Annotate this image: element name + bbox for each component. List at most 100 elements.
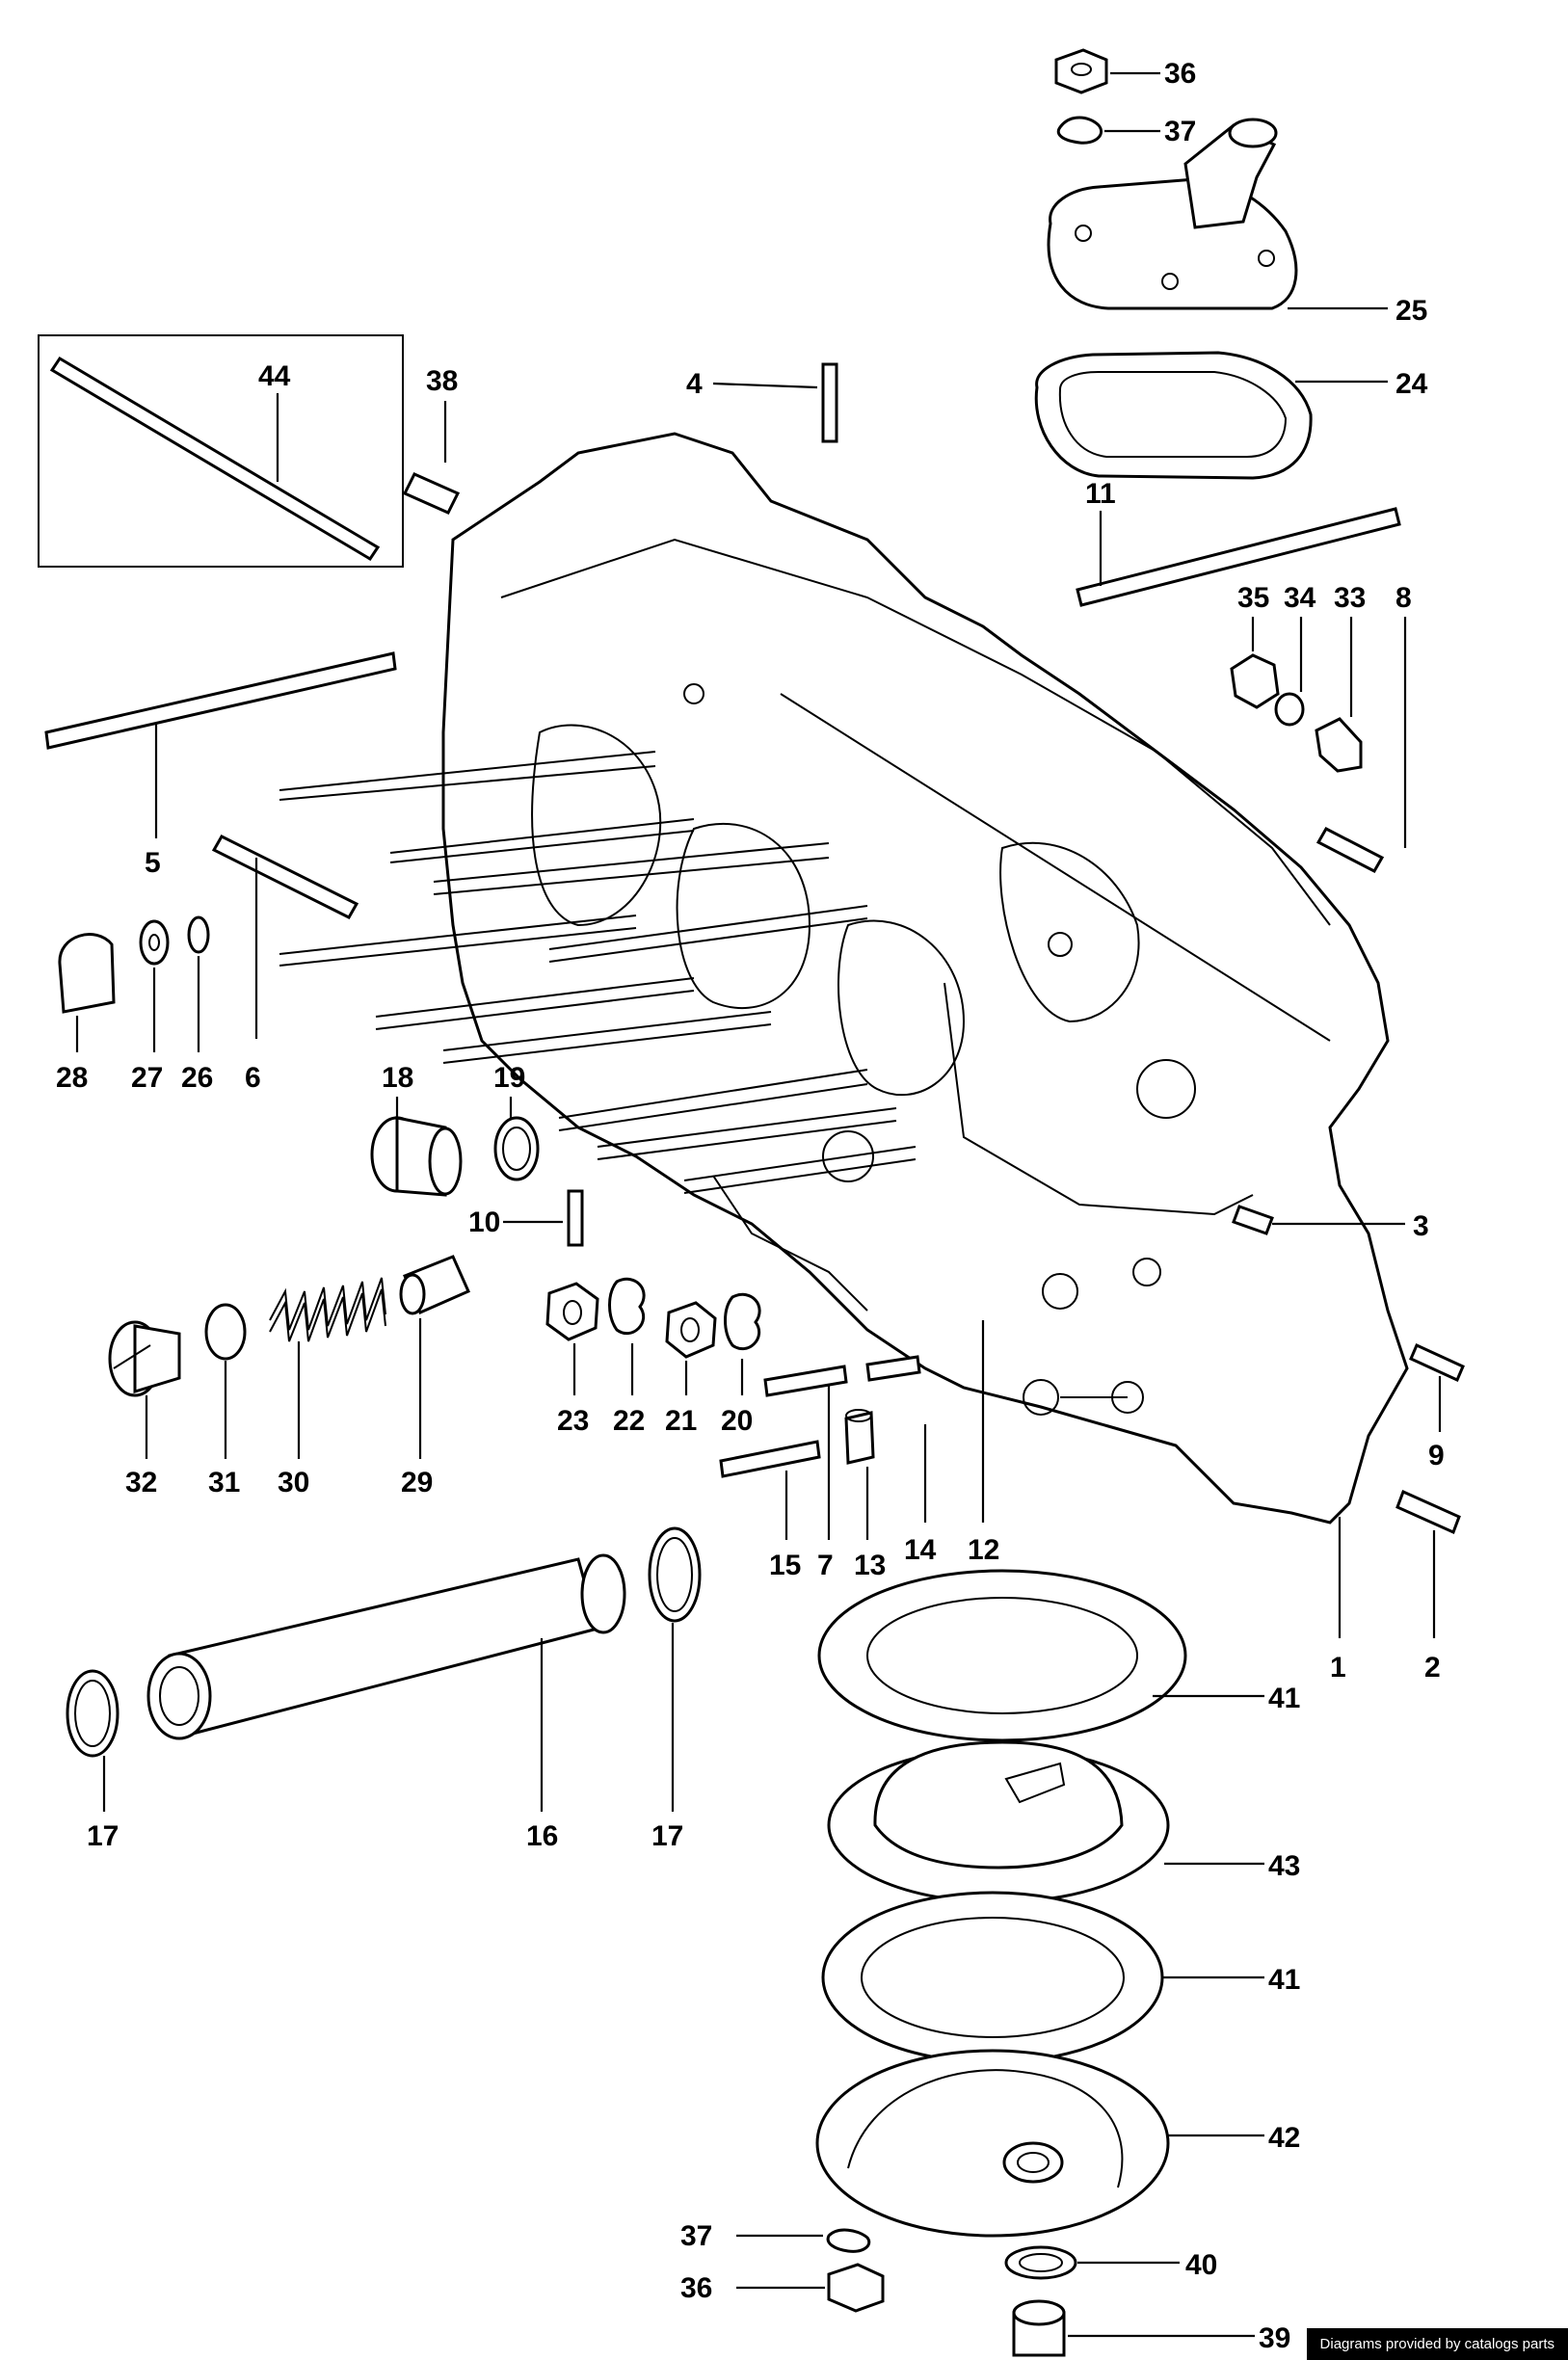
- callout-41-upper: 41: [1268, 1683, 1300, 1714]
- seal-17-left-inner: [74, 1680, 111, 1747]
- nut-36-top: [1054, 48, 1108, 94]
- callout-8: 8: [1395, 582, 1412, 614]
- washer-27: [139, 919, 170, 966]
- callout-10: 10: [468, 1207, 500, 1238]
- callout-34: 34: [1284, 582, 1316, 614]
- lock-washer-37-bottom: [826, 2228, 871, 2253]
- callout-23: 23: [557, 1405, 589, 1437]
- stud-4: [821, 362, 838, 443]
- callout-27: 27: [131, 1062, 163, 1094]
- stud-44-inset-box: [38, 334, 404, 568]
- callout-20: 20: [721, 1405, 753, 1437]
- washer-34: [1274, 692, 1305, 727]
- callout-31: 31: [208, 1467, 240, 1498]
- crankcase-housing: [441, 432, 1409, 1525]
- callout-40: 40: [1185, 2249, 1217, 2281]
- callout-43: 43: [1268, 1850, 1300, 1882]
- callout-44: 44: [258, 360, 291, 392]
- gasket-41-upper: [817, 1569, 1187, 1742]
- callout-42: 42: [1268, 2122, 1300, 2154]
- stud-9: [1409, 1342, 1465, 1383]
- callout-36-bottom: 36: [680, 2272, 712, 2304]
- callout-3: 3: [1413, 1210, 1429, 1242]
- long-stud-44: [49, 356, 381, 562]
- callout-41-lower: 41: [1268, 1964, 1300, 1996]
- callout-37-bottom: 37: [680, 2220, 712, 2252]
- callout-13: 13: [854, 1550, 886, 1581]
- stud-38: [402, 472, 461, 515]
- callout-19: 19: [493, 1062, 525, 1094]
- callout-11: 11: [1085, 478, 1116, 510]
- callout-24: 24: [1395, 368, 1428, 400]
- lock-plate-20: [724, 1292, 761, 1351]
- seal-17-right-inner: [656, 1537, 693, 1612]
- seal-ring-40: [1004, 2245, 1077, 2280]
- callout-6: 6: [245, 1062, 261, 1094]
- nut-21-hole: [680, 1317, 700, 1342]
- sleeve-13: [844, 1411, 875, 1465]
- watermark-credit: Diagrams provided by catalogs parts: [1306, 2328, 1568, 2360]
- callout-37-top: 37: [1164, 116, 1196, 147]
- callout-15: 15: [769, 1550, 801, 1581]
- callout-17-right: 17: [651, 1820, 683, 1852]
- nut-21: [665, 1301, 717, 1359]
- callout-28: 28: [56, 1062, 88, 1094]
- callout-17-left: 17: [87, 1820, 119, 1852]
- callout-14: 14: [904, 1534, 937, 1566]
- callout-25: 25: [1395, 295, 1427, 327]
- strainer-43: [827, 1740, 1170, 1904]
- crankcase-studs: [279, 751, 917, 1194]
- callout-32: 32: [125, 1467, 157, 1498]
- cover-25: [1047, 118, 1298, 310]
- lock-washer-26: [187, 915, 210, 954]
- stud-2: [1395, 1489, 1461, 1535]
- nut-23-hole: [563, 1300, 582, 1325]
- callout-5: 5: [145, 847, 161, 879]
- cover-plate-42: [815, 2049, 1170, 2238]
- plug-18: [370, 1116, 463, 1197]
- fitting-33: [1315, 717, 1363, 773]
- lock-plate-22: [608, 1277, 646, 1336]
- stud-5: [44, 651, 397, 750]
- cap-nut-28: [58, 933, 116, 1014]
- stud-7: [763, 1365, 848, 1397]
- callout-16: 16: [526, 1820, 558, 1852]
- tube-16: [146, 1553, 626, 1740]
- drain-plug-39: [1012, 2299, 1066, 2357]
- stud-3: [1232, 1205, 1274, 1235]
- callout-29: 29: [401, 1467, 433, 1498]
- lock-washer-37-top: [1056, 116, 1103, 145]
- spring-30: [269, 1277, 386, 1342]
- callout-21: 21: [665, 1405, 697, 1437]
- callout-39: 39: [1259, 2322, 1290, 2354]
- stud-10: [567, 1189, 584, 1247]
- callout-26: 26: [181, 1062, 213, 1094]
- piston-29: [399, 1255, 470, 1315]
- nut-36-top-hole: [1071, 63, 1092, 76]
- callout-22: 22: [613, 1405, 645, 1437]
- callout-38: 38: [426, 365, 458, 397]
- nut-35: [1230, 653, 1280, 709]
- nut-36-bottom: [827, 2263, 885, 2313]
- callout-18: 18: [382, 1062, 413, 1094]
- callout-30: 30: [278, 1467, 309, 1498]
- gasket-24: [1034, 351, 1313, 480]
- stud-6: [211, 835, 359, 919]
- seal-ring-19-inner: [502, 1127, 531, 1171]
- washer-27-hole: [148, 934, 160, 951]
- stud-8: [1316, 827, 1385, 873]
- screw-plug-32: [108, 1320, 181, 1397]
- seal-ring-40-inner: [1019, 2253, 1063, 2272]
- callout-9: 9: [1428, 1440, 1445, 1472]
- gasket-41-lower: [821, 1891, 1164, 2064]
- nut-23: [545, 1282, 599, 1341]
- seal-ring-19: [493, 1116, 540, 1181]
- callout-35: 35: [1237, 582, 1269, 614]
- washer-31: [204, 1303, 247, 1361]
- leader-4: [712, 382, 818, 389]
- stud-11: [1076, 507, 1401, 607]
- callout-33: 33: [1334, 582, 1366, 614]
- stud-14: [865, 1355, 921, 1382]
- callout-4: 4: [686, 368, 703, 400]
